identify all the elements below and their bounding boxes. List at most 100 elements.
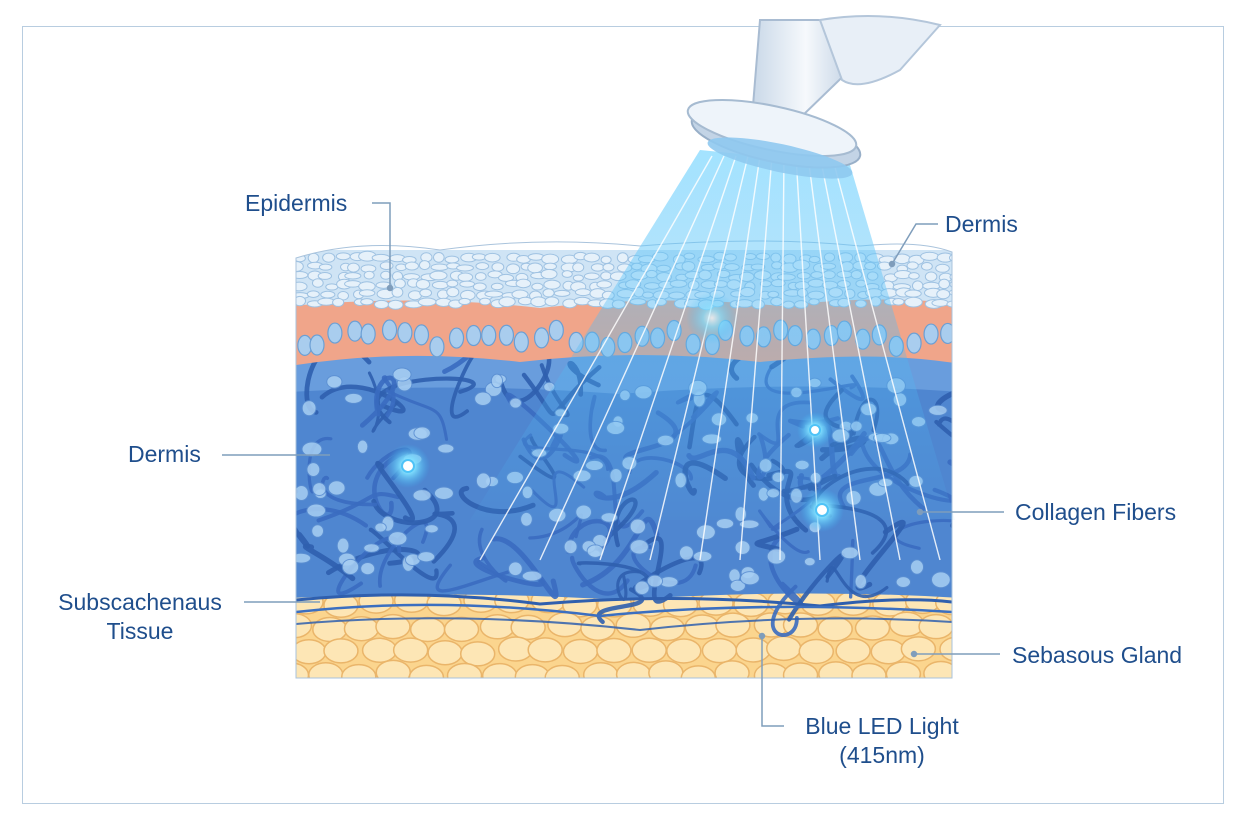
fat-cell — [648, 660, 684, 678]
dermis-cell — [521, 570, 543, 582]
dermis-cell — [344, 392, 363, 404]
dermis-cell — [474, 391, 492, 406]
epidermis-cell — [948, 252, 952, 263]
collagen-fiber — [950, 507, 952, 535]
epidermis-cell — [542, 288, 555, 298]
fat-cell — [631, 637, 667, 664]
epidermis-cell — [931, 299, 949, 307]
label-epidermis: Epidermis — [245, 190, 348, 216]
epidermis-cell — [479, 297, 491, 306]
diagram-frame — [22, 26, 1224, 804]
epidermis-cell — [498, 273, 515, 282]
fat-cell — [615, 661, 652, 678]
leader-epidermis — [372, 202, 391, 288]
dermis-cell — [692, 550, 713, 563]
basal-cell — [533, 327, 550, 349]
epidermis-cell — [572, 262, 585, 273]
epidermis-cell — [946, 300, 952, 308]
epidermis-cell — [317, 297, 336, 306]
epidermis-cell — [391, 286, 404, 298]
epidermis-cell — [457, 272, 474, 282]
label-blue-led-line1: Blue LED Light — [805, 713, 959, 739]
light-ray — [479, 155, 713, 561]
epidermis-cell — [484, 290, 504, 298]
fat-cell — [798, 638, 835, 665]
epidermis-cell — [393, 278, 406, 289]
epidermis-cell — [474, 272, 487, 281]
light-ray — [739, 155, 773, 561]
dermis-cell — [387, 531, 408, 546]
epidermis-cell — [920, 251, 939, 261]
epidermis-cell — [515, 278, 532, 289]
collagen-fiber — [576, 561, 652, 586]
basal-cell — [347, 320, 363, 342]
epidermis-cell — [332, 297, 345, 307]
light-ray — [819, 155, 901, 561]
fat-cell — [835, 638, 871, 664]
epidermis-cell — [540, 268, 558, 280]
epidermis-cell — [920, 261, 933, 271]
dermis-cell — [490, 373, 504, 389]
epidermis-cell — [616, 252, 629, 264]
epidermis-cell — [307, 252, 320, 264]
epidermis-cell — [574, 288, 592, 297]
fat-cell — [446, 662, 483, 678]
fat-cell — [765, 635, 802, 662]
epidermis-cell — [596, 280, 613, 289]
dermis-cell — [312, 482, 327, 497]
epidermis-cell — [600, 271, 612, 281]
dermis-cell — [417, 551, 436, 563]
fat-cell — [481, 662, 518, 678]
fat-cell — [510, 614, 546, 641]
collagen-fiber — [371, 487, 440, 526]
dermis-cell — [356, 439, 369, 454]
epidermis-cell — [296, 295, 307, 307]
epidermis-cell — [904, 289, 922, 298]
epidermis-cell — [459, 280, 476, 288]
dermis-cell — [475, 472, 491, 490]
basal-cell — [548, 319, 564, 341]
epidermis-cell — [446, 286, 460, 298]
epidermis-cell — [487, 270, 503, 279]
epidermis-cell — [906, 261, 919, 270]
epidermis-cell — [322, 252, 336, 263]
epidermis-cell — [935, 263, 950, 273]
fat-cell — [818, 661, 854, 678]
basal-cell — [513, 331, 529, 353]
epidermis-cell — [344, 272, 362, 280]
dermis-cell — [928, 404, 948, 416]
dermis-cell — [854, 574, 868, 590]
epidermis-cell — [553, 289, 571, 297]
fat-cell — [684, 614, 720, 640]
epidermis-cell — [949, 280, 952, 289]
fat-cell — [918, 613, 952, 640]
epidermis-cell — [590, 263, 605, 272]
dermis-cell — [803, 556, 816, 567]
dermis-cell — [629, 518, 647, 535]
light-ray — [599, 155, 737, 561]
basal-cell — [940, 322, 952, 345]
dermis-cell — [646, 574, 664, 588]
basal-cell — [360, 323, 376, 345]
basal-cell — [448, 327, 465, 349]
fat-cell — [735, 637, 771, 663]
fat-cell — [527, 637, 563, 663]
basal-cell — [923, 323, 939, 345]
epidermis-cell — [379, 261, 394, 271]
label-collagen-fibers: Collagen Fibers — [1015, 499, 1177, 525]
epidermis-cell — [475, 262, 490, 271]
fat-cell — [296, 662, 310, 678]
label-blue-led-line2: (415nm) — [839, 742, 925, 768]
dermis-cell — [306, 462, 321, 478]
dermis-cell — [326, 375, 343, 389]
epidermis-cell — [429, 270, 448, 281]
epidermis-cell — [527, 262, 543, 274]
epidermis-cell — [335, 252, 351, 261]
light-ray — [649, 155, 749, 561]
dermis-cell — [301, 441, 323, 457]
fat-cell — [443, 616, 480, 643]
epidermis-cell — [458, 297, 471, 306]
epidermis-cell — [415, 278, 431, 290]
collagen-fiber — [616, 570, 641, 601]
dermis-cell — [327, 480, 346, 496]
